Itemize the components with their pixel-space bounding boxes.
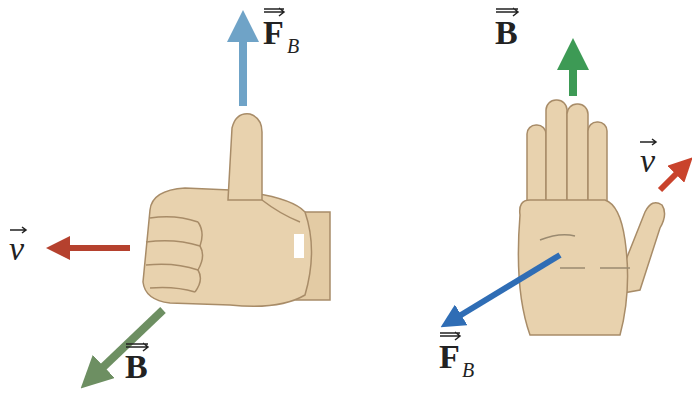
velocity-arrow [660, 170, 680, 190]
open-hand [518, 100, 664, 335]
velocity-label: v [640, 144, 655, 178]
force-arrow [239, 34, 247, 106]
velocity-arrow [64, 245, 130, 251]
force-subscript: B [462, 360, 474, 380]
field-label: B [125, 350, 148, 384]
field-label: B [495, 16, 518, 50]
vector-accents [10, 8, 656, 351]
fist [143, 114, 330, 306]
field-arrow [569, 62, 577, 96]
force-arrow [456, 255, 560, 318]
force-label: F [263, 16, 284, 50]
velocity-label: v [9, 232, 24, 266]
force-subscript: B [287, 36, 299, 56]
force-label: F [439, 340, 460, 374]
